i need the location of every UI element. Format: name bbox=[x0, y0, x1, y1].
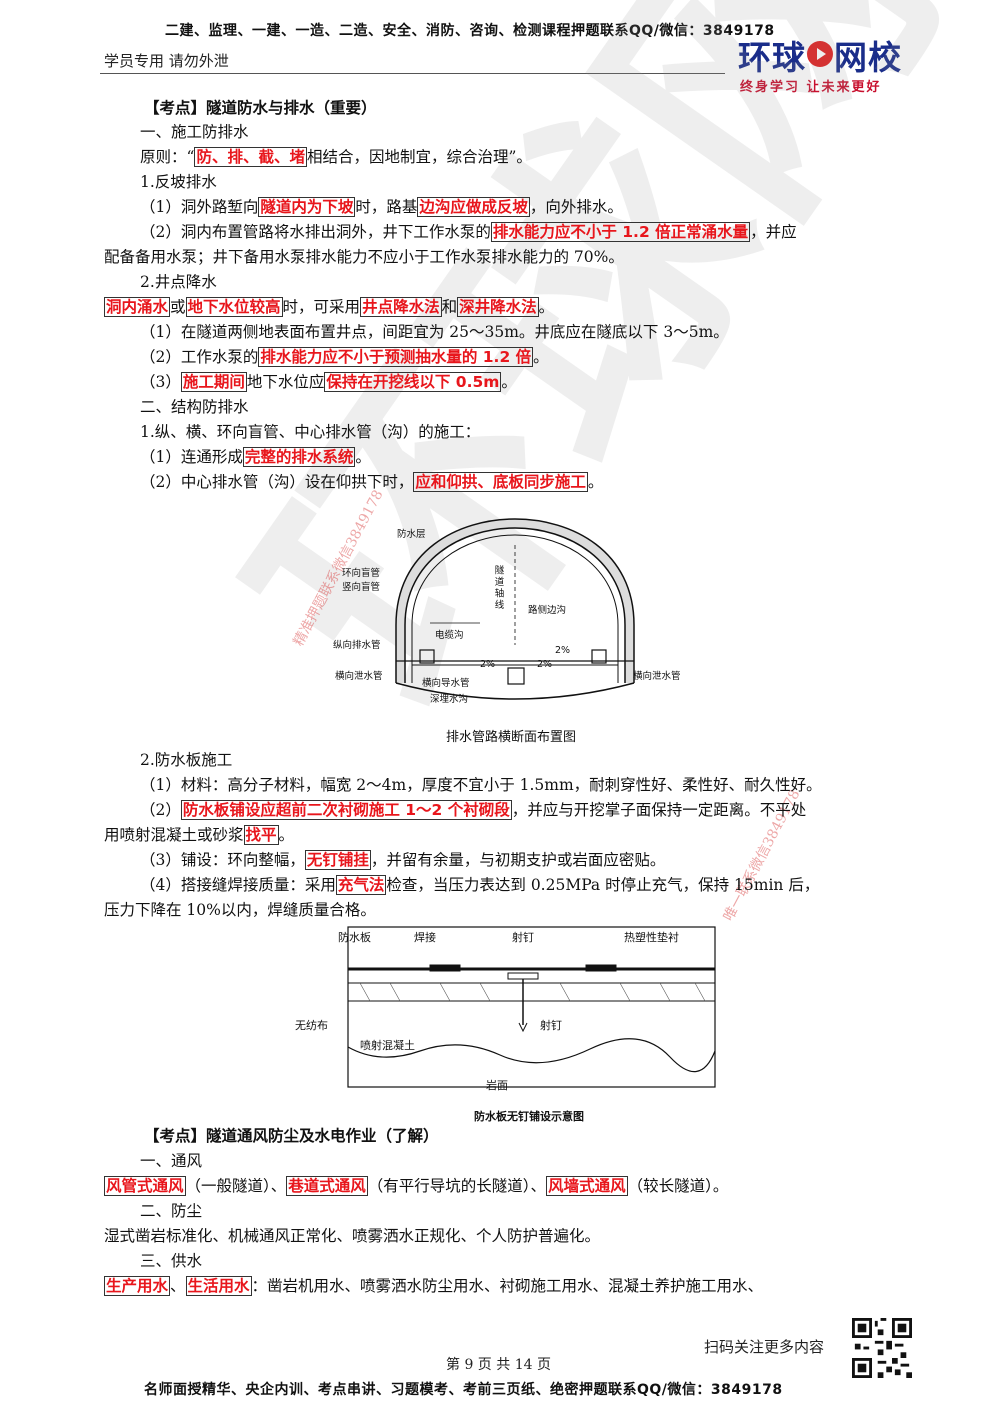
highlight-downslope: 隧道内为下坡 bbox=[258, 197, 356, 217]
highlight-inflow: 洞内涌水 bbox=[104, 297, 171, 317]
heading-structural-drainage: 二、结构防排水 bbox=[140, 398, 249, 416]
scan-prompt: 扫码关注更多内容 bbox=[704, 1338, 825, 1356]
label-slope-3: 2% bbox=[537, 659, 552, 670]
board-item-2-cont: 用喷射混凝土或砂浆找平。 bbox=[104, 825, 295, 845]
label-longitudinal-pipe: 纵向排水管 bbox=[333, 639, 381, 651]
board-item-4-cont: 压力下降在 10%以内，焊缝质量合格。 bbox=[104, 901, 376, 919]
highlight-below-0-5m: 保持在开挖线以下 0.5m bbox=[324, 372, 502, 392]
logo-text-left: 环球 bbox=[738, 38, 806, 77]
label-cable-trench: 电缆沟 bbox=[435, 629, 464, 641]
figure-drainage-cross-section: 防水层 环向盲管 竖向盲管 隧道轴线 路侧边沟 电缆沟 纵向排水管 2% 2% … bbox=[333, 518, 681, 705]
blind-item-1: （1）连通形成完整的排水系统。 bbox=[140, 447, 371, 467]
highlight-board-advance: 防水板铺设应超前二次衬砌施工 1～2 个衬砌段 bbox=[180, 800, 512, 820]
page-body: 【考点】隧道防水与排水（重要） 一、施工防排水 原则：“防、排、截、堵相结合，因… bbox=[104, 92, 924, 1322]
label-slope-2: 2% bbox=[480, 659, 495, 670]
heading-well-point: 2.井点降水 bbox=[140, 273, 217, 291]
highlight-level: 找平 bbox=[243, 825, 279, 845]
label-transverse-right: 横向泄水管 bbox=[633, 670, 681, 682]
highlight-high-water: 地下水位较高 bbox=[185, 297, 283, 317]
board-item-2: （2）防水板铺设应超前二次衬砌施工 1～2 个衬砌段，并应与开挖掌子面保持一定距… bbox=[140, 800, 807, 820]
label-vertical-blind-pipe: 竖向盲管 bbox=[342, 581, 380, 593]
label-board: 防水板 bbox=[338, 930, 371, 944]
item-reverse-1: （1）洞外路堑向隧道内为下坡时，路基边沟应做成反坡，向外排水。 bbox=[140, 197, 623, 217]
highlight-nailless: 无钉铺挂 bbox=[304, 850, 371, 870]
brand-logo: 环球网校 终身学习 让未来更好 bbox=[738, 40, 918, 100]
label-nail-mid: 射钉 bbox=[540, 1018, 562, 1032]
highlight-pump-capacity: 排水能力应不小于 1.2 倍正常涌水量 bbox=[490, 222, 751, 242]
label-weld: 焊接 bbox=[414, 930, 436, 944]
blind-item-2: （2）中心排水管（沟）设在仰拱下时，应和仰拱、底板同步施工。 bbox=[140, 472, 604, 492]
label-ring-blind-pipe: 环向盲管 bbox=[342, 567, 380, 579]
well-item-1: （1）在隧道两侧地表面布置井点，间距宜为 25～35m。井底应在隧底以下 3～5… bbox=[140, 323, 729, 341]
highlight-duct-ventilation: 风管式通风 bbox=[104, 1176, 186, 1196]
heading-water-supply: 三、供水 bbox=[140, 1252, 203, 1270]
label-nail-top: 射钉 bbox=[512, 930, 534, 944]
page-number: 第 9 页 共 14 页 bbox=[446, 1357, 551, 1373]
highlight-sync-construction: 应和仰拱、底板同步施工 bbox=[413, 472, 588, 492]
item-reverse-2-cont: 配备备用水泵；井下备用水泵排水能力不应小于工作水泵排水能力的 70%。 bbox=[104, 248, 624, 266]
highlight-pump-1-2: 排水能力应不小于预测抽水量的 1.2 倍 bbox=[258, 347, 534, 367]
label-shotcrete: 喷射混凝土 bbox=[360, 1038, 415, 1052]
label-waterproof-layer: 防水层 bbox=[397, 528, 426, 540]
header-note: 学员专用 请勿外泄 bbox=[104, 52, 229, 70]
highlight-construction-period: 施工期间 bbox=[180, 372, 247, 392]
section-title-waterproofing: 【考点】隧道防水与排水（重要） bbox=[144, 98, 377, 117]
highlight-wall-ventilation: 风墙式通风 bbox=[546, 1176, 628, 1196]
label-slope-1: 2% bbox=[555, 645, 570, 656]
heading-construction-drainage: 一、施工防排水 bbox=[140, 123, 249, 141]
heading-reverse-slope: 1.反坡排水 bbox=[140, 173, 217, 191]
ventilation-methods: 风管式通风（一般隧道）、巷道式通风（有平行导坑的长隧道）、风墙式通风（较长隧道）… bbox=[104, 1176, 729, 1196]
label-transverse-left: 横向泄水管 bbox=[335, 670, 383, 682]
highlight-production-water: 生产用水 bbox=[104, 1276, 171, 1296]
highlight-principle: 防、排、截、堵 bbox=[194, 147, 307, 167]
label-nonwoven: 无纺布 bbox=[295, 1018, 328, 1032]
highlight-complete-system: 完整的排水系统 bbox=[242, 447, 356, 467]
play-icon bbox=[807, 41, 833, 67]
highlight-deep-well-method: 深井降水法 bbox=[457, 297, 539, 317]
highlight-reverse-ditch: 边沟应做成反坡 bbox=[417, 197, 530, 217]
footer-contact-line: 名师面授精华、央企内训、考点串讲、习题模考、考前三页纸、绝密押题联系QQ/微信：… bbox=[144, 1382, 783, 1398]
highlight-well-point-method: 井点降水法 bbox=[360, 297, 442, 317]
logo-text-right: 网校 bbox=[834, 38, 902, 77]
well-item-2: （2）工作水泵的排水能力应不小于预测抽水量的 1.2 倍。 bbox=[140, 347, 549, 367]
heading-waterproof-board: 2.防水板施工 bbox=[140, 751, 233, 769]
item-reverse-2: （2）洞内布置管路将水排出洞外，井下工作水泵的排水能力应不小于 1.2 倍正常涌… bbox=[140, 222, 797, 242]
board-item-1: （1）材料：高分子材料，幅宽 2～4m，厚度不宜小于 1.5mm，耐刺穿性好、柔… bbox=[140, 776, 822, 794]
label-side-ditch: 路侧边沟 bbox=[528, 604, 566, 616]
label-deep-ditch: 深埋水沟 bbox=[430, 693, 468, 705]
principle-line: 原则：“防、排、截、堵相结合，因地制宜，综合治理”。 bbox=[140, 147, 532, 167]
heading-ventilation: 一、通风 bbox=[140, 1152, 203, 1170]
board-item-4: （4）搭接缝焊接质量：采用充气法检查，当压力表达到 0.25MPa 时停止充气，… bbox=[140, 875, 820, 895]
highlight-domestic-water: 生活用水 bbox=[185, 1276, 252, 1296]
label-gasket: 热塑性垫衬 bbox=[624, 930, 679, 944]
header-contact-line: 二建、监理、一建、一造、二造、安全、消防、咨询、检测课程押题联系QQ/微信：38… bbox=[165, 23, 775, 39]
figure2-caption: 防水板无钉铺设示意图 bbox=[474, 1110, 584, 1123]
heading-blind-pipes: 1.纵、横、环向盲管、中心排水管（沟）的施工： bbox=[140, 423, 481, 441]
dust-measures: 湿式凿岩标准化、机械通风正常化、喷雾洒水正规化、个人防护普遍化。 bbox=[104, 1227, 601, 1245]
figure1-caption: 排水管路横断面布置图 bbox=[446, 730, 577, 745]
qr-code-icon[interactable] bbox=[852, 1318, 912, 1378]
header-divider bbox=[100, 73, 725, 74]
water-supply-line: 生产用水、生活用水：凿岩机用水、喷雾洒水防尘用水、衬砌施工用水、混凝土养护施工用… bbox=[104, 1276, 764, 1296]
highlight-roadway-ventilation: 巷道式通风 bbox=[286, 1176, 368, 1196]
label-guide-pipe: 横向导水管 bbox=[422, 677, 470, 689]
section-title-ventilation: 【考点】隧道通风防尘及水电作业（了解） bbox=[144, 1126, 439, 1145]
well-point-intro: 洞内涌水或地下水位较高时，可采用井点降水法和深井降水法。 bbox=[104, 297, 555, 317]
label-rock-surface: 岩面 bbox=[486, 1078, 508, 1092]
well-item-3: （3）施工期间地下水位应保持在开挖线以下 0.5m。 bbox=[140, 372, 517, 392]
label-tunnel-axis: 隧道轴线 bbox=[493, 564, 505, 611]
logo-slogan: 终身学习 让未来更好 bbox=[740, 80, 882, 95]
figure-waterproof-board: 防水板 焊接 射钉 热塑性垫衬 无纺布 射钉 喷射混凝土 岩面 bbox=[295, 926, 716, 1092]
highlight-inflation-method: 充气法 bbox=[335, 875, 387, 895]
board-item-3: （3）铺设：环向整幅，无钉铺挂，并留有余量，与初期支护或岩面应密贴。 bbox=[140, 850, 666, 870]
heading-dust: 二、防尘 bbox=[140, 1202, 203, 1220]
